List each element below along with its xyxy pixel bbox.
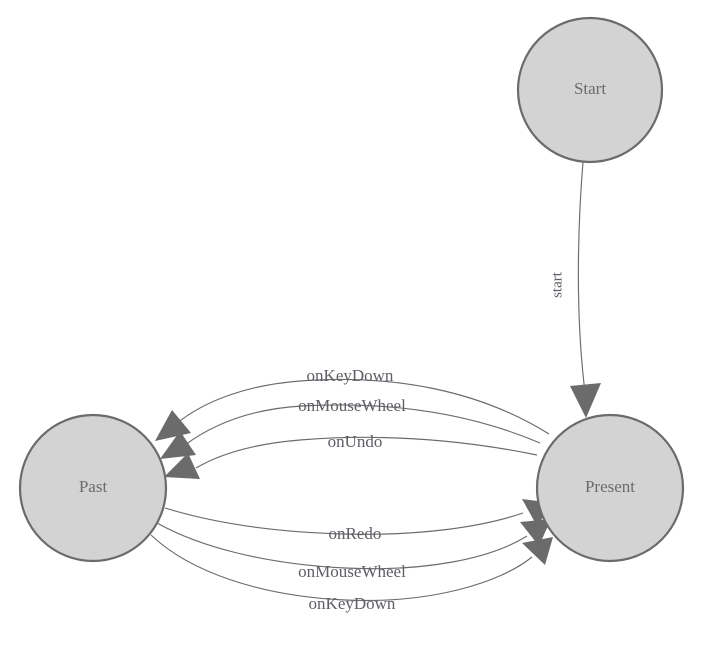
arrowhead-start-to-present	[570, 383, 601, 418]
edge-past-to-present-onkeydown[interactable]: onKeyDown	[150, 534, 553, 613]
node-present-circle	[535, 413, 685, 563]
edge-label-past-present-onredo: onRedo	[329, 524, 382, 543]
edge-present-to-past-onundo[interactable]: onUndo	[164, 432, 538, 479]
edge-present-to-past-onundo-path	[195, 436, 538, 469]
node-start-circle	[516, 16, 664, 164]
edge-past-to-present-onmousewheel[interactable]: onMouseWheel	[156, 519, 551, 581]
arrowhead-present-to-past-onundo	[164, 453, 200, 479]
edge-label-present-past-onmousewheel: onMouseWheel	[298, 396, 406, 415]
arrowhead-present-to-past-onkeydown	[155, 410, 191, 441]
edge-past-to-present-onmousewheel-path	[156, 522, 528, 570]
arrowhead-present-to-past-onmousewheel	[160, 431, 196, 459]
node-past[interactable]: Past	[18, 413, 168, 563]
arrowhead-past-to-present-onkeydown	[522, 537, 553, 565]
node-past-label: Past	[79, 477, 108, 496]
edge-label-present-past-onkeydown: onKeyDown	[307, 366, 394, 385]
edge-past-to-present-onredo-path	[164, 507, 524, 535]
edge-start-to-present-path	[577, 161, 586, 393]
node-present[interactable]: Present	[535, 413, 685, 563]
edge-past-to-present-onredo[interactable]: onRedo	[164, 499, 553, 543]
edge-label-start: start	[549, 271, 565, 298]
node-present-label: Present	[585, 477, 635, 496]
arrowhead-past-to-present-onmousewheel	[520, 519, 551, 546]
node-past-circle	[18, 413, 168, 563]
edge-present-to-past-onmousewheel[interactable]: onMouseWheel	[160, 396, 541, 459]
edge-label-past-present-onkeydown: onKeyDown	[309, 594, 396, 613]
edge-present-to-past-onmousewheel-path	[184, 404, 541, 446]
node-start[interactable]: Start	[516, 16, 664, 164]
edge-present-to-past-onkeydown[interactable]: onKeyDown	[155, 366, 550, 441]
edge-present-to-past-onkeydown-path	[175, 378, 550, 435]
edge-label-present-past-onundo: onUndo	[328, 432, 383, 451]
node-start-label: Start	[574, 79, 606, 98]
edge-past-to-present-onkeydown-path	[150, 534, 533, 602]
edge-label-past-present-onmousewheel: onMouseWheel	[298, 562, 406, 581]
edge-start-to-present[interactable]: start	[549, 161, 601, 418]
